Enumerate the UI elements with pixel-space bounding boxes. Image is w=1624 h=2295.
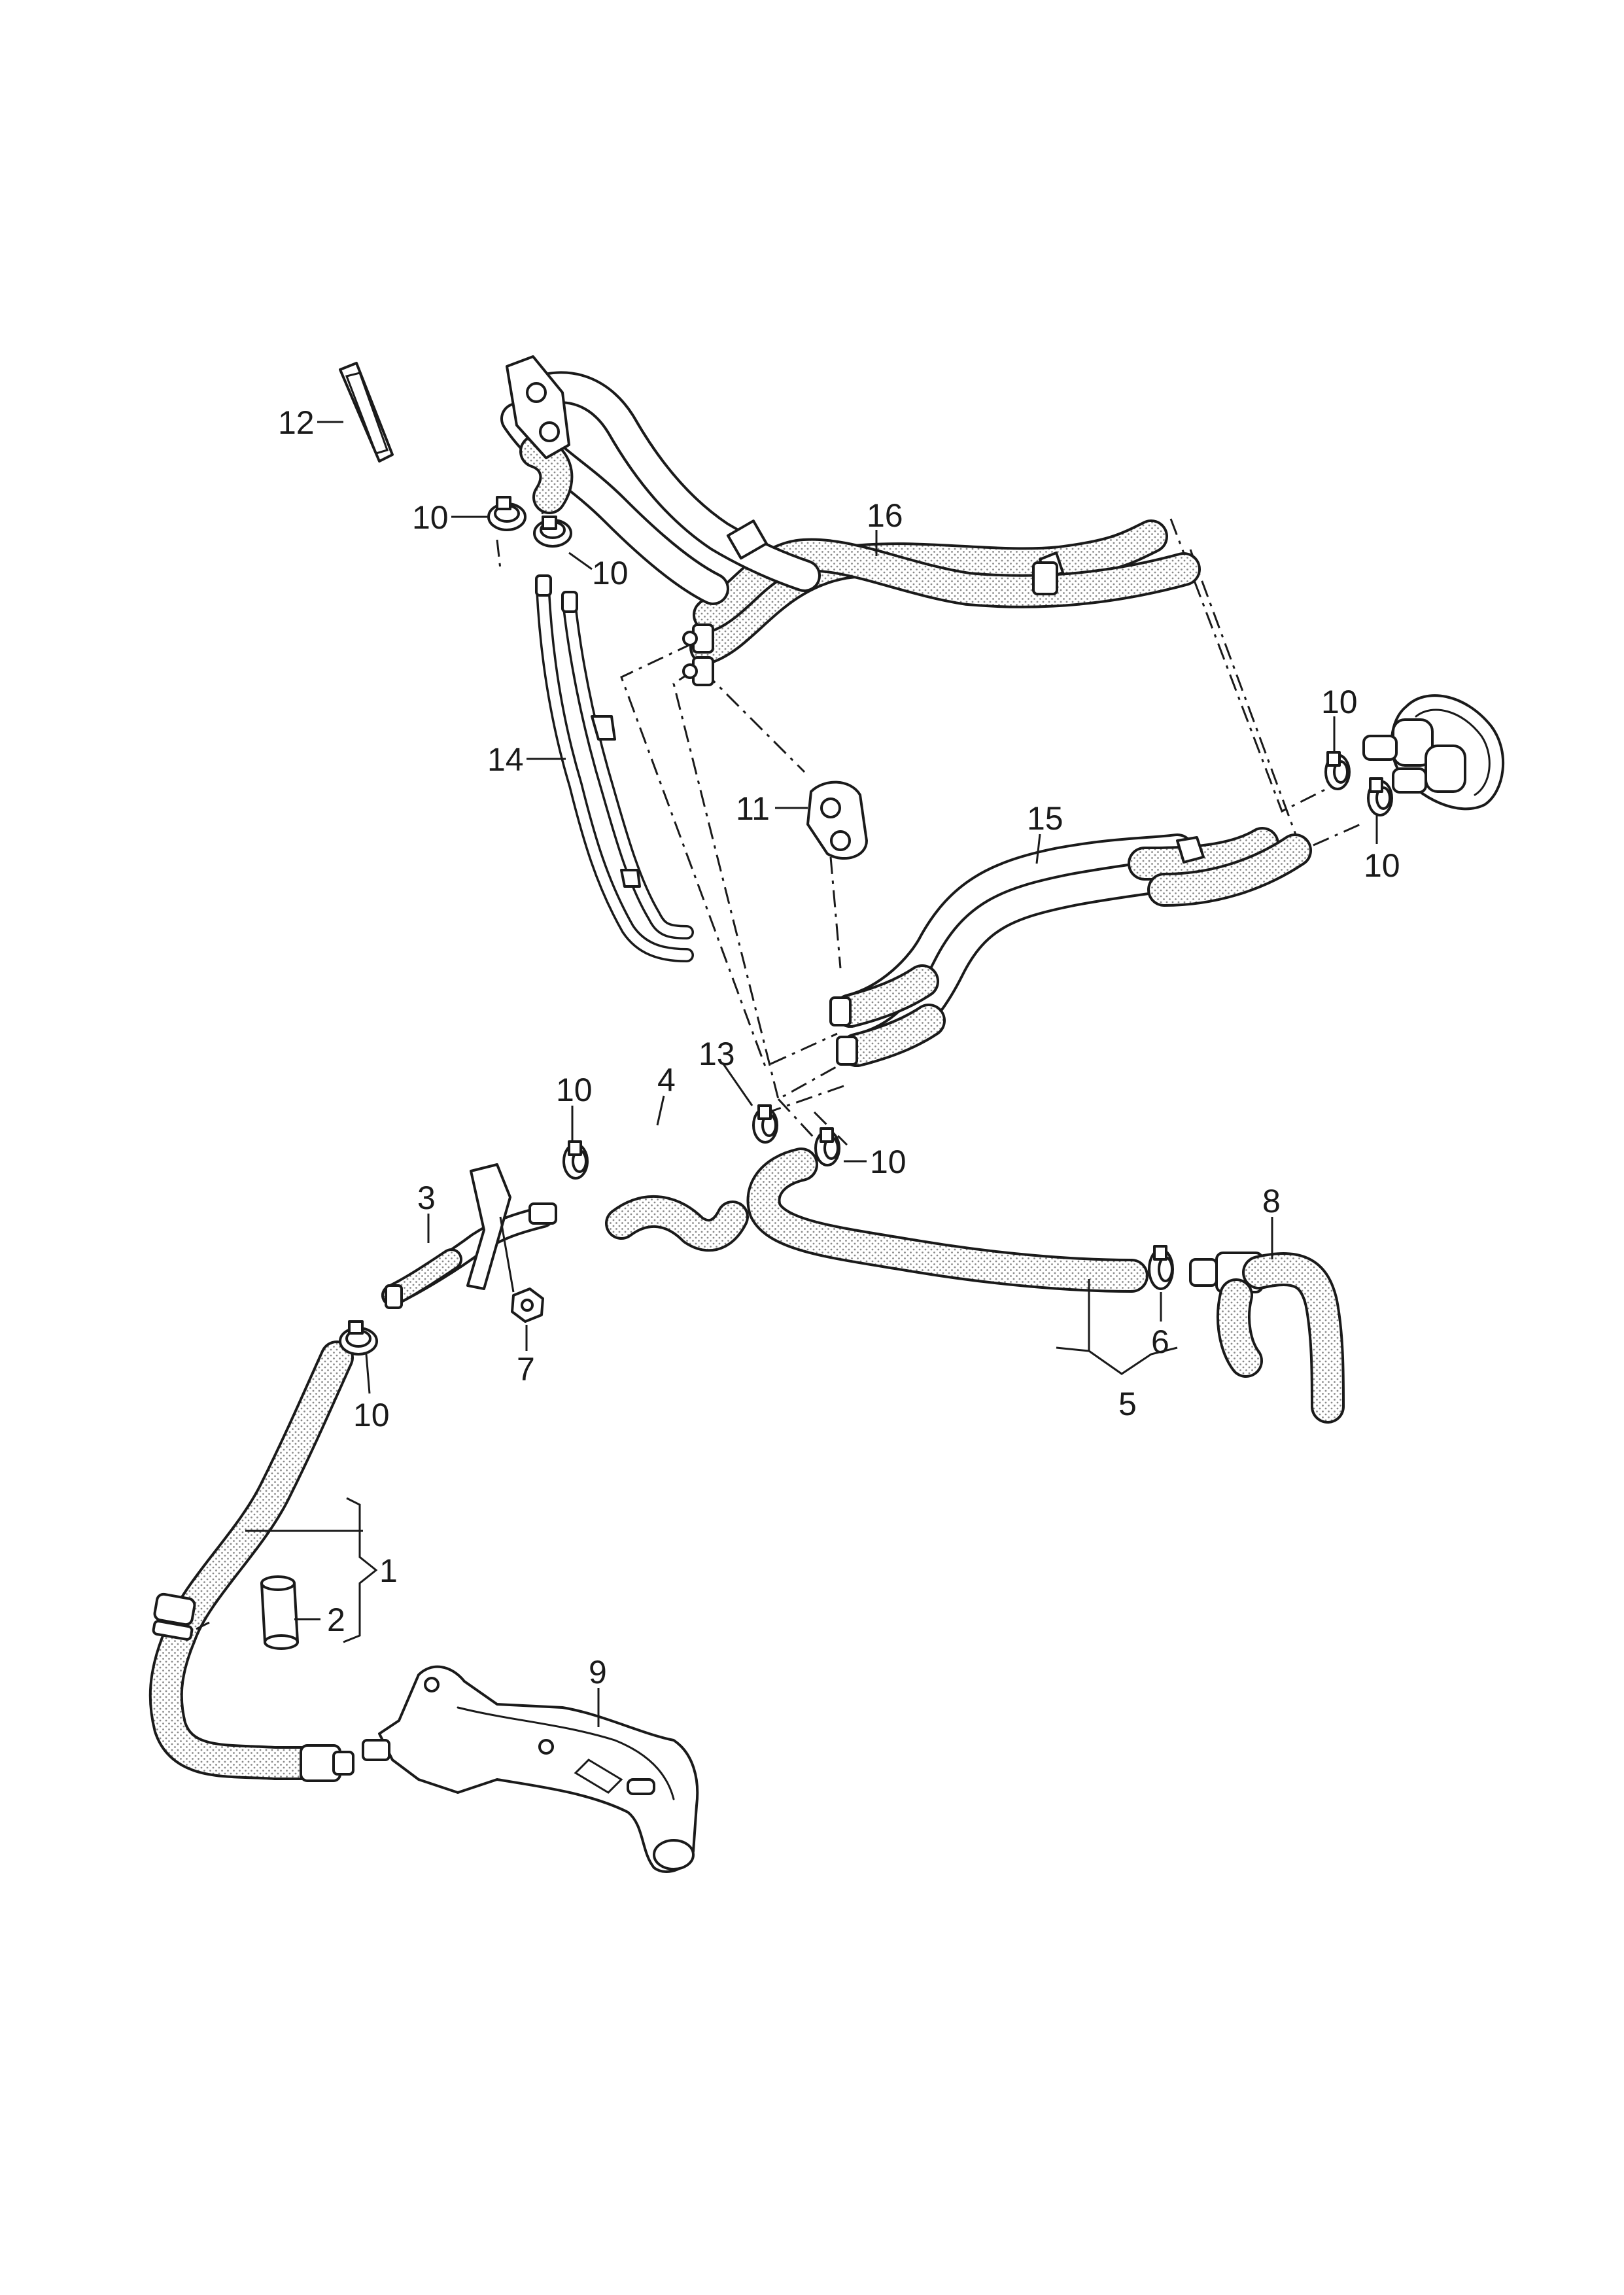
callout-10-flange-lower: 10 [1364,847,1400,884]
part-8-t-piece-hose [1189,1252,1345,1424]
callout-10-upper-left: 10 [412,499,449,536]
callout-11: 11 [736,790,770,827]
part-4-short-hose [605,1195,749,1252]
callout-10-upper-right: 10 [592,555,629,591]
clamp-13 [752,1104,778,1144]
callout-10-part-5: 10 [870,1144,907,1180]
callout-2: 2 [327,1602,345,1638]
callout-14: 14 [487,741,524,778]
callout-4: 4 [657,1062,676,1098]
part-2-protective-sleeve [260,1575,299,1650]
clamps [339,496,1393,1356]
part-14-metal-pipe [535,574,694,962]
callout-12: 12 [278,404,315,441]
clamp-10-part-3 [562,1140,589,1180]
callout-10-part-3: 10 [556,1072,593,1108]
callout-numbers: 12 10 10 16 14 11 15 10 10 13 4 10 10 3 … [278,404,1400,1691]
part-3-pipe-with-bracket [381,1163,557,1309]
callout-1: 1 [379,1552,398,1589]
callout-6: 6 [1151,1323,1169,1360]
clamp-6 [1148,1245,1174,1290]
part-11-grommet [806,780,868,860]
callout-10-flange-upper: 10 [1321,684,1358,720]
part-15-lower-hose-set [829,827,1312,1067]
callout-3: 3 [417,1180,436,1216]
callout-7: 7 [517,1351,535,1388]
callout-8: 8 [1262,1183,1281,1219]
clamp-10-flange-lower [1367,777,1393,816]
clamp-10-part-1 [339,1320,378,1356]
part-12-seal-ring [339,362,394,463]
callout-5: 5 [1118,1386,1137,1422]
assembly-dash-lines [496,487,1361,1146]
part-7-nut [511,1288,544,1323]
callout-16: 16 [867,497,903,534]
callout-15: 15 [1027,800,1063,837]
part-1-long-hose [148,1340,354,1782]
clamp-10-flange-upper [1324,751,1351,790]
part-9-connector-pipe [362,1665,699,1873]
callout-9: 9 [589,1654,607,1691]
clamp-10-upper-left [487,496,527,531]
part-16-upper-hose-set [500,355,1201,686]
callout-10-part-1: 10 [353,1397,390,1433]
clamp-10-upper-right [533,516,572,548]
leader-lines [196,421,1378,1727]
callout-13: 13 [699,1036,735,1072]
heater-core-connection-flange [1362,694,1505,811]
clamp-10-part-5 [814,1127,840,1166]
part-5-hose [746,1148,1149,1293]
